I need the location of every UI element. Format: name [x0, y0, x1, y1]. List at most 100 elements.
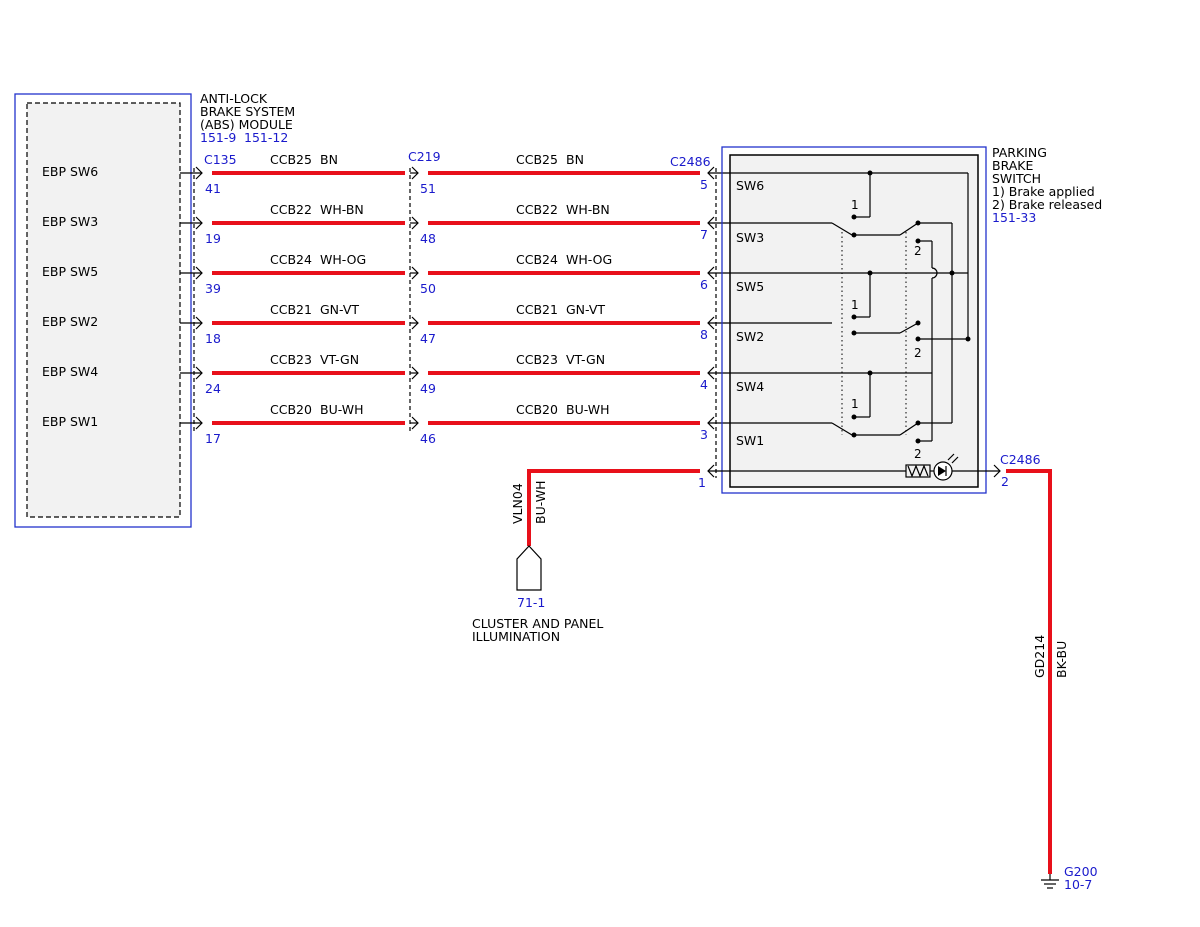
connector-arrow-icon: [195, 316, 203, 330]
switch-pos-1-c: 1: [851, 397, 859, 411]
ground-connector-pin: 2: [1001, 474, 1009, 489]
wire-color: GN-VT: [320, 302, 359, 317]
ground-wire-color: BK-BU: [1054, 641, 1069, 678]
pin-label: 17: [205, 431, 221, 446]
switch-legend-1: 1) Brake applied: [992, 184, 1095, 199]
pin-label: 39: [205, 281, 221, 296]
switch-pos-2-c: 2: [914, 447, 922, 461]
wire-color: GN-VT: [566, 302, 605, 317]
wire-color: WH-OG: [320, 252, 366, 267]
ground-icon: [1041, 874, 1059, 889]
connector-arrow-icon: [411, 366, 419, 380]
pin-label: 18: [205, 331, 221, 346]
switch-connector-label[interactable]: C2486: [670, 154, 711, 169]
wire-color: WH-BN: [566, 202, 610, 217]
switch-ref[interactable]: 151-33: [992, 210, 1036, 225]
switch-pos-2-a: 2: [914, 244, 922, 258]
connector-arrow-icon: [411, 416, 419, 430]
connector-arrow-icon: [195, 266, 203, 280]
connector-arrow-icon: [707, 464, 715, 478]
pin-label: 41: [205, 181, 221, 196]
illumination-pin: 1: [698, 475, 706, 490]
circuit-row-sw1: EBP SW1 17 CCB20 BU-WH 46 CCB20 BU-WH 3: [42, 402, 730, 446]
sw2-label: SW2: [736, 329, 764, 344]
circuit-row-sw2: EBP SW2 18 CCB21 GN-VT 47 CCB21 GN-VT 8: [42, 302, 730, 346]
switch-title-3: SWITCH: [992, 171, 1041, 186]
switch-pos-1-b: 1: [851, 298, 859, 312]
wire-color: VT-GN: [566, 352, 605, 367]
illumination-ref[interactable]: 71-1: [517, 595, 545, 610]
connector-arrow-icon: [195, 366, 203, 380]
signal-label: EBP SW2: [42, 314, 98, 329]
wire-id: CCB25: [270, 152, 312, 167]
illumination-wire-color: BU-WH: [533, 481, 548, 525]
ground-ref[interactable]: 10-7: [1064, 877, 1092, 892]
abs-ref-1[interactable]: 151-9: [200, 130, 236, 145]
abs-title-3: (ABS) MODULE: [200, 117, 293, 132]
pin-label: 49: [420, 381, 436, 396]
connector-arrow-icon: [411, 266, 419, 280]
pin-label: 50: [420, 281, 436, 296]
pin-label: 19: [205, 231, 221, 246]
connector-arrow-icon: [993, 464, 1001, 478]
wire-color: BU-WH: [320, 402, 364, 417]
switch-title-2: BRAKE: [992, 158, 1034, 173]
connector-arrow-icon: [195, 416, 203, 430]
abs-connector-label[interactable]: C135: [204, 152, 237, 167]
abs-title-1: ANTI-LOCK: [200, 91, 268, 106]
sw5-label: SW5: [736, 279, 764, 294]
illumination-label-1: CLUSTER AND PANEL: [472, 616, 603, 631]
wire-id: CCB20: [270, 402, 312, 417]
abs-title-2: BRAKE SYSTEM: [200, 104, 295, 119]
wire-id: CCB21: [516, 302, 558, 317]
pin-label: 47: [420, 331, 436, 346]
connector-arrow-icon: [411, 216, 419, 230]
signal-label: EBP SW6: [42, 164, 98, 179]
circuit-row-sw4: EBP SW4 24 CCB23 VT-GN 49 CCB23 VT-GN 4: [42, 352, 730, 396]
resistor-icon: [907, 464, 929, 478]
abs-module-body: [26, 102, 181, 518]
wire-color: WH-BN: [320, 202, 364, 217]
wire-id: CCB21: [270, 302, 312, 317]
pin-label: 3: [700, 427, 708, 442]
circuit-row-sw3: EBP SW3 19 CCB22 WH-BN 48 CCB22 WH-BN 7: [42, 202, 730, 246]
parking-brake-switch-outline: [721, 146, 987, 494]
wire-color: BN: [566, 152, 584, 167]
wire-color: WH-OG: [566, 252, 612, 267]
signal-label: EBP SW4: [42, 364, 98, 379]
signal-label: EBP SW1: [42, 414, 98, 429]
wire-id: CCB22: [270, 202, 312, 217]
sw1-label: SW1: [736, 433, 764, 448]
pin-label: 51: [420, 181, 436, 196]
c219-label[interactable]: C219: [408, 149, 441, 164]
pin-label: 6: [700, 277, 708, 292]
signal-label: EBP SW5: [42, 264, 98, 279]
pin-label: 48: [420, 231, 436, 246]
circuit-row-sw6: EBP SW6 41 CCB25 BN 51 CCB25 BN 5: [42, 152, 730, 196]
switch-legend-2: 2) Brake released: [992, 197, 1102, 212]
ground-connector-label[interactable]: C2486: [1000, 452, 1041, 467]
pin-label: 7: [700, 227, 708, 242]
wire-color: BN: [320, 152, 338, 167]
pin-label: 5: [700, 177, 708, 192]
wire-color: VT-GN: [320, 352, 359, 367]
splice-connector-icon: [516, 545, 542, 591]
abs-ref-2[interactable]: 151-12: [244, 130, 288, 145]
abs-module-outline: [14, 93, 192, 528]
switch-title-1: PARKING: [992, 145, 1047, 160]
wire-id: CCB23: [270, 352, 312, 367]
ground-wire-id: GD214: [1032, 635, 1047, 678]
connector-arrow-icon: [195, 216, 203, 230]
connector-arrow-icon: [411, 166, 419, 180]
illumination-circuit: 1: [698, 453, 1001, 490]
ground-name[interactable]: G200: [1064, 864, 1098, 879]
wire-id: CCB25: [516, 152, 558, 167]
wire-id: CCB24: [270, 252, 312, 267]
wire-id: CCB20: [516, 402, 558, 417]
pin-label: 8: [700, 327, 708, 342]
pin-label: 46: [420, 431, 436, 446]
wire-id: CCB24: [516, 252, 558, 267]
circuit-row-sw5: EBP SW5 39 CCB24 WH-OG 50 CCB24 WH-OG 6: [42, 252, 730, 296]
switch-internal-circuit: [730, 170, 971, 444]
